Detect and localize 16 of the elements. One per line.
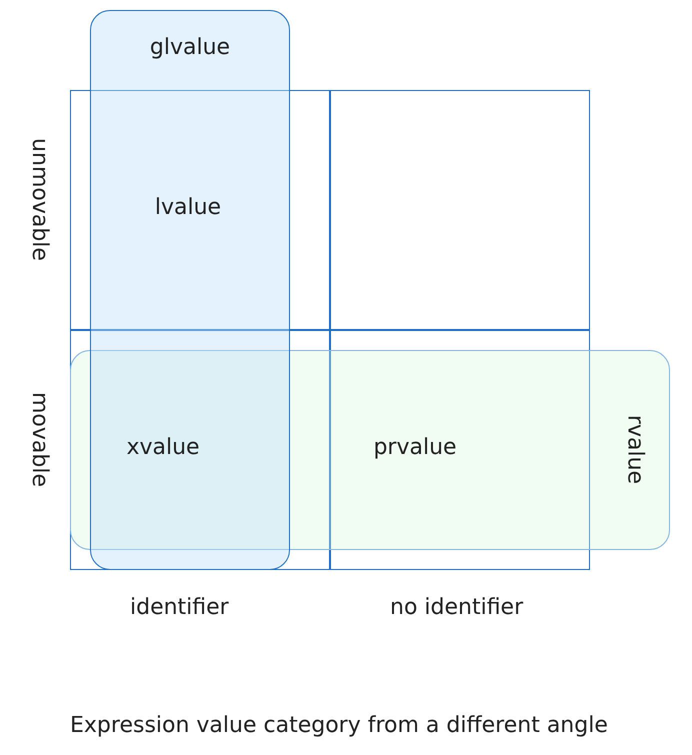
grid-cell: [70, 90, 330, 330]
category-label: xvalue: [126, 435, 200, 460]
grid-cell: [70, 330, 330, 570]
category-label: lvalue: [154, 195, 222, 220]
category-label: prvalue: [373, 435, 457, 460]
glvalue-region: [90, 10, 290, 570]
axis-label: unmovable: [26, 138, 52, 261]
rvalue-region: [70, 350, 670, 550]
category-label: rvalue: [622, 414, 648, 484]
grid-cell: [330, 330, 590, 570]
axis-label: identifier: [130, 595, 229, 620]
axis-label: movable: [27, 392, 52, 487]
caption: Expression value category from a different angle: [70, 713, 608, 738]
grid-cell: [330, 90, 590, 330]
category-label: glvalue: [150, 35, 230, 60]
axis-label: no identifier: [390, 595, 524, 620]
